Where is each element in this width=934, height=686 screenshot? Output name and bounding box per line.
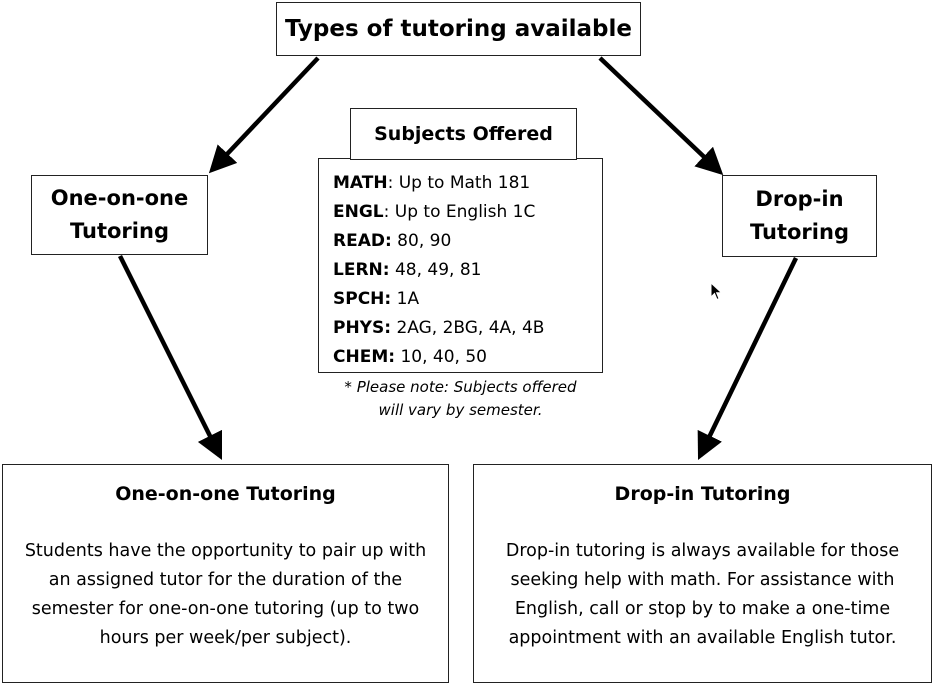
subjects-header-box: Subjects Offered: [350, 108, 577, 160]
subject-row: READ: 80, 90: [333, 227, 602, 256]
subject-separator: :: [383, 202, 390, 222]
drop-in-detail-box: Drop-in Tutoring Drop-in tutoring is alw…: [473, 464, 932, 683]
arrow-drop-in-to-detail: [697, 257, 799, 461]
subject-code: CHEM:: [333, 347, 396, 367]
one-on-one-detail-box: One-on-one Tutoring Students have the op…: [2, 464, 449, 683]
subject-code: ENGL: [333, 202, 384, 222]
subject-row: LERN: 48, 49, 81: [333, 256, 602, 285]
drop-in-detail-body: Drop-in tutoring is always available for…: [505, 541, 900, 648]
arrow-one-on-one-to-detail: [117, 254, 223, 461]
subject-row: SPCH: 1A: [333, 285, 602, 314]
subject-detail: Up to Math 181: [393, 173, 531, 193]
subject-code: LERN:: [333, 260, 390, 280]
one-on-one-label-line1: One-on-one: [50, 186, 189, 210]
mouse-pointer-icon: [710, 282, 723, 301]
subjects-note-line1: * Please note: Subjects offered: [344, 378, 577, 396]
drop-in-label-line1: Drop-in: [755, 187, 844, 211]
one-on-one-option-box: One-on-one Tutoring: [31, 175, 208, 255]
subject-row: MATH: Up to Math 181: [333, 169, 602, 198]
subject-row: ENGL: Up to English 1C: [333, 198, 602, 227]
subject-detail: 1A: [391, 289, 420, 309]
diagram-title: Types of tutoring available: [284, 16, 633, 42]
drop-in-label-line2: Tutoring: [750, 220, 849, 244]
subject-code: SPCH:: [333, 289, 392, 309]
subjects-note: * Please note: Subjects offered will var…: [318, 376, 603, 422]
subjects-note-line2: will vary by semester.: [378, 401, 543, 419]
title-box: Types of tutoring available: [276, 2, 641, 56]
drop-in-detail-heading: Drop-in Tutoring: [614, 483, 791, 505]
subject-code: MATH: [333, 173, 388, 193]
subject-row: PHYS: 2AG, 2BG, 4A, 4B: [333, 314, 602, 343]
arrow-title-to-one-on-one: [208, 56, 320, 174]
subject-code: READ:: [333, 231, 392, 251]
subject-detail: 2AG, 2BG, 4A, 4B: [391, 318, 545, 338]
subject-detail: 80, 90: [391, 231, 452, 251]
subject-row: CHEM: 10, 40, 50: [333, 343, 602, 372]
subject-detail: 10, 40, 50: [395, 347, 487, 367]
subject-detail: Up to English 1C: [389, 202, 536, 222]
arrow-title-to-drop-in: [598, 56, 724, 176]
subject-code: PHYS:: [333, 318, 392, 338]
one-on-one-detail-heading: One-on-one Tutoring: [115, 483, 336, 505]
subject-separator: :: [387, 173, 394, 193]
subject-detail: 48, 49, 81: [389, 260, 482, 280]
one-on-one-label-line2: Tutoring: [70, 219, 169, 243]
one-on-one-detail-body: Students have the opportunity to pair up…: [24, 541, 427, 648]
drop-in-option-box: Drop-in Tutoring: [722, 175, 877, 257]
subjects-header: Subjects Offered: [374, 123, 553, 145]
subjects-list-box: MATH: Up to Math 181 ENGL: Up to English…: [318, 158, 603, 373]
